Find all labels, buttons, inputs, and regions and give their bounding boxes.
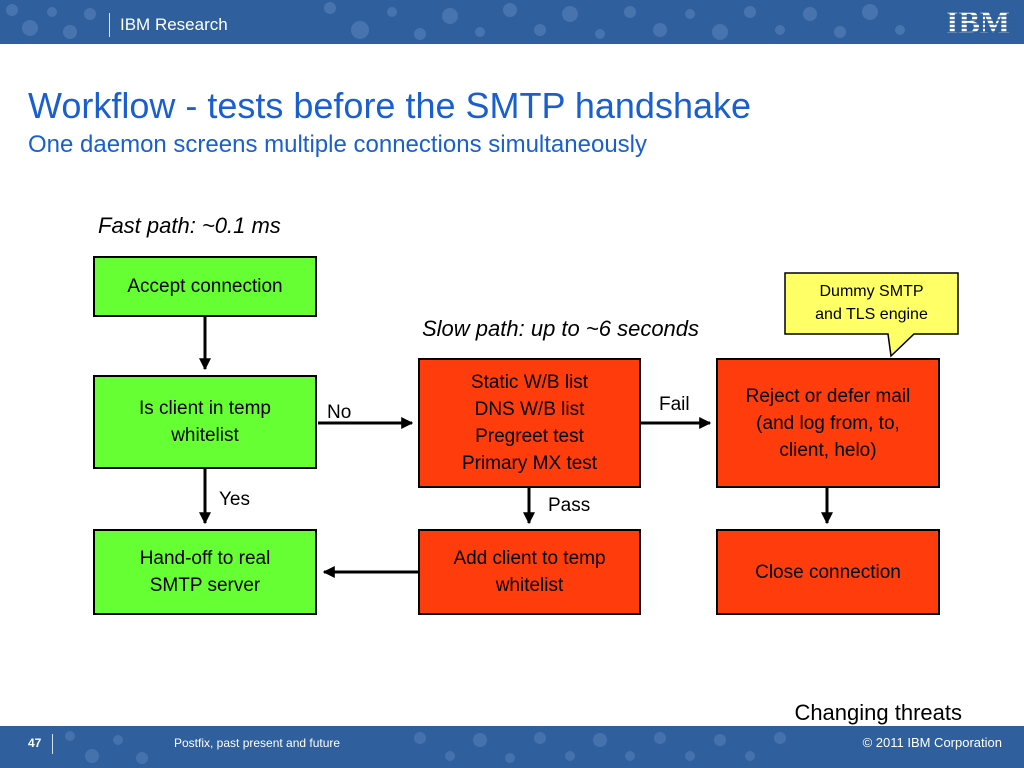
footer-presentation-title: Postfix, past present and future: [174, 736, 341, 750]
header-separator: [109, 13, 110, 37]
callout-bubble: [784, 272, 959, 358]
node-handoff: Hand-off to real SMTP server: [93, 529, 317, 615]
node-accept-connection: Accept connection: [93, 256, 317, 317]
edge-label-yes: Yes: [219, 489, 250, 510]
node-handoff-label: Hand-off to real SMTP server: [139, 548, 271, 596]
fast-path-note: Fast path: ~0.1 ms: [98, 213, 281, 238]
node-reject-label: Reject or defer mail (and log from, to, …: [745, 385, 911, 461]
node-tests: Static W/B list DNS W/B list Pregreet te…: [418, 358, 641, 488]
node-tests-label: Static W/B list DNS W/B list Pregreet te…: [461, 372, 598, 474]
footer-copyright: © 2011 IBM Corporation: [862, 735, 1002, 750]
edge-label-no: No: [327, 402, 352, 423]
changing-threats-label: Changing threats: [794, 700, 962, 725]
header-dot-pattern: [6, 2, 905, 40]
node-is-client-whitelisted: Is client in temp whitelist: [93, 375, 317, 469]
node-add-client: Add client to temp whitelist: [418, 529, 641, 615]
node-add-client-label: Add client to temp whitelist: [453, 548, 606, 596]
callout-text: Dummy SMTP and TLS engine: [815, 283, 928, 323]
header-bar: IBM Research IBM: [0, 0, 1024, 44]
node-close-label: Close connection: [755, 561, 901, 583]
footer-separator: [52, 734, 53, 754]
slide-subtitle: One daemon screens multiple connections …: [28, 131, 647, 158]
page-number: 47: [28, 736, 42, 750]
edge-label-pass: Pass: [548, 495, 591, 516]
ibm-logo-text: IBM: [946, 4, 1010, 40]
brand-label: IBM Research: [120, 15, 228, 34]
edge-label-fail: Fail: [659, 394, 690, 415]
node-close: Close connection: [716, 529, 940, 615]
footer-bar: 47 Postfix, past present and future © 20…: [0, 726, 1024, 768]
slide-title: Workflow - tests before the SMTP handsha…: [28, 85, 752, 126]
node-reject: Reject or defer mail (and log from, to, …: [716, 358, 940, 488]
node-accept-connection-label: Accept connection: [127, 276, 283, 297]
node-is-client-whitelisted-label: Is client in temp whitelist: [139, 398, 271, 446]
ibm-logo: IBM: [942, 4, 1014, 40]
footer-dot-pattern: [65, 731, 786, 764]
slow-path-note: Slow path: up to ~6 seconds: [422, 316, 700, 341]
